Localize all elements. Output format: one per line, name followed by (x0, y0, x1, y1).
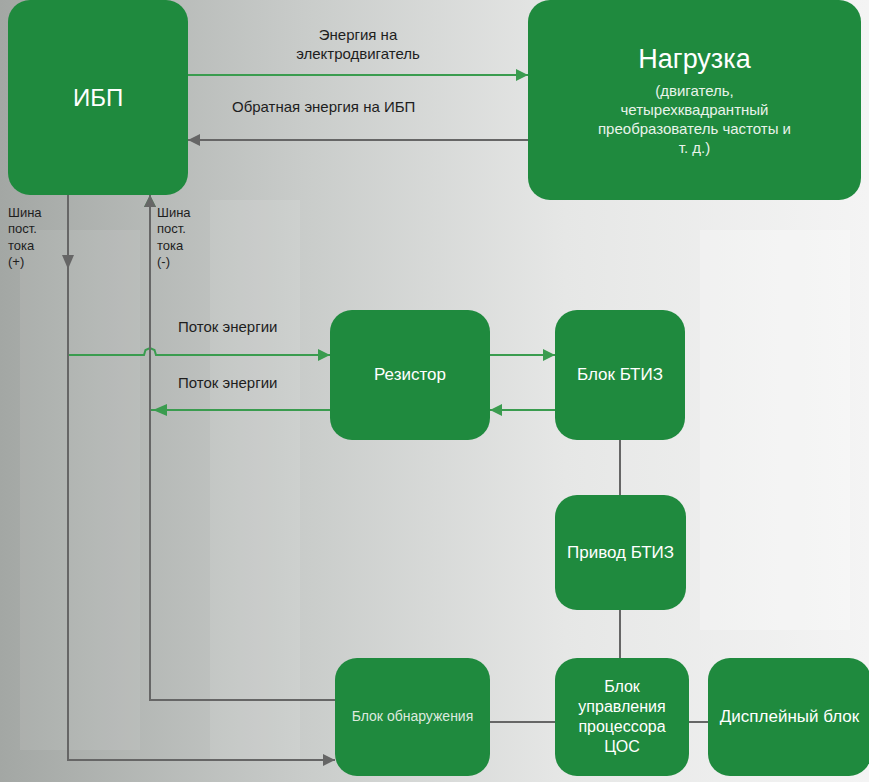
node-label: Блок БТИЗ (577, 364, 663, 385)
connector-group (188, 75, 528, 76)
node-label: Блок управления процессора ЦОС (565, 677, 679, 757)
node-label: (двигатель, четырехквадрантный преобразо… (595, 82, 795, 157)
connector (490, 354, 555, 356)
connector-group (62, 195, 335, 760)
connector (68, 195, 330, 355)
connector (188, 139, 528, 141)
connector-group (150, 195, 335, 700)
connector-group (150, 195, 330, 416)
connector-group (620, 610, 621, 658)
connector (490, 721, 555, 723)
connector-group (620, 440, 621, 495)
process-box: Привод БТИЗ (555, 495, 686, 610)
process-box: Резистор (330, 310, 490, 440)
connector (150, 195, 335, 700)
process-box: Блок обнаружения (335, 658, 490, 776)
edge-label: Поток энергии (178, 374, 277, 393)
arrowhead (62, 255, 74, 269)
connector (68, 195, 335, 760)
cabinet-shade (700, 230, 850, 630)
connector-group (68, 195, 330, 355)
connector-group (490, 355, 555, 356)
connector (689, 721, 708, 723)
node-label: ИБП (73, 83, 123, 113)
arrowhead (153, 404, 167, 416)
node-label: Привод БТИЗ (567, 542, 674, 563)
connector (150, 195, 330, 410)
cabinet-shade (210, 200, 300, 760)
connector-group (490, 722, 555, 723)
connector (490, 409, 555, 411)
connector (619, 610, 621, 658)
process-box: ИБП (8, 0, 188, 195)
connector-group (689, 722, 708, 723)
connector (188, 74, 528, 76)
edge-label: Обратная энергия на ИБП (232, 98, 415, 117)
process-box: Нагрузка (двигатель, четырехквадрантный п… (528, 0, 861, 200)
node-label: Блок обнаружения (352, 708, 474, 726)
connector-group (188, 140, 528, 141)
node-label: Резистор (374, 364, 446, 385)
cabinet-shade (20, 230, 140, 750)
process-box: Блок БТИЗ (555, 310, 685, 440)
node-label: Дисплейный блок (720, 706, 859, 727)
process-box: Блок управления процессора ЦОС (555, 658, 689, 776)
connector-group (490, 410, 555, 411)
bus-label: Шина пост. тока (+) (8, 205, 42, 270)
bus-label: Шина пост. тока (-) (157, 205, 191, 270)
edge-label: Энергия на электродвигатель (273, 26, 443, 64)
process-box: Дисплейный блок (708, 658, 869, 776)
connector (619, 440, 621, 495)
node-label: Нагрузка (638, 43, 750, 77)
edge-label: Поток энергии (178, 318, 277, 337)
